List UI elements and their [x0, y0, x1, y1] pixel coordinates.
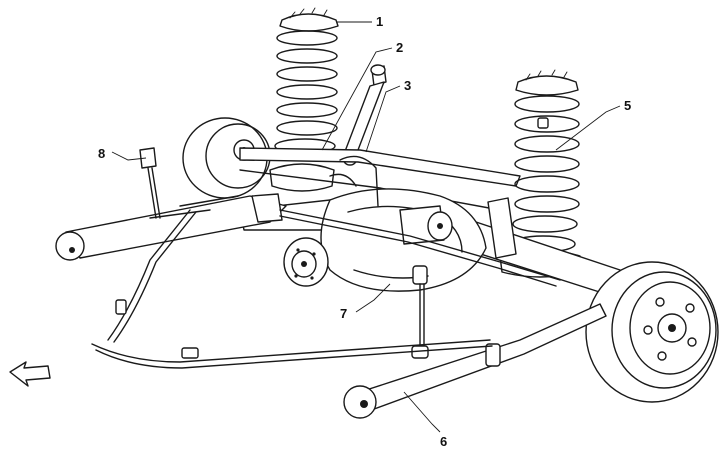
callout-leaders	[111, 21, 621, 433]
right-brake-drum	[585, 261, 719, 403]
callout-2: 2	[396, 40, 403, 55]
trailing-arm	[343, 303, 607, 419]
callout-8: 8	[98, 146, 105, 161]
callout-7: 7	[340, 306, 347, 321]
bump-stop-bushing	[139, 147, 161, 219]
left-coil-spring	[269, 7, 339, 192]
callout-3: 3	[404, 78, 411, 93]
parking-brake-cables	[91, 209, 493, 369]
callout-1: 1	[376, 14, 383, 29]
callout-6: 6	[440, 434, 447, 449]
drive-flange	[283, 237, 329, 287]
stabilizer-bar	[279, 197, 561, 287]
callout-5: 5	[624, 98, 631, 113]
arrow-left-forward-icon	[9, 361, 51, 387]
rear-axle-housing	[239, 155, 621, 297]
stabilizer-link	[411, 265, 429, 359]
